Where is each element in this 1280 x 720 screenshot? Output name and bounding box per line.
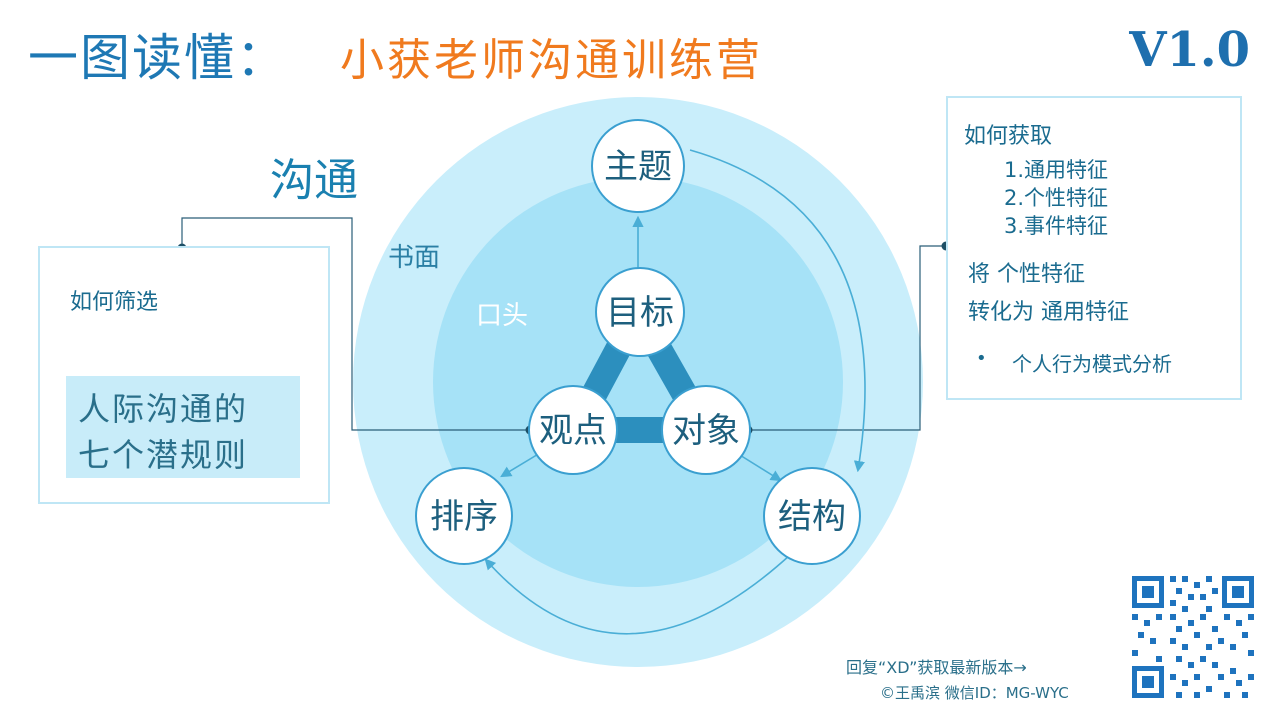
behavior-analysis-item: 个人行为模式分析 — [1012, 352, 1172, 376]
acquire-item-2: 2.个性特征 — [1004, 186, 1109, 210]
node-structure-label: 结构 — [778, 497, 846, 537]
page-subtitle: 小获老师沟通训练营 — [340, 35, 763, 86]
arrow-structure-to-ordering — [484, 554, 791, 635]
convert-line-1: 将 个性特征 — [968, 262, 1085, 287]
node-viewpoint-label: 观点 — [539, 411, 607, 451]
acquire-item-3: 3.事件特征 — [1004, 214, 1109, 238]
qr-code-icon — [1128, 572, 1258, 702]
node-goal-label: 目标 — [606, 293, 674, 333]
acquire-item-1: 1.通用特征 — [1004, 158, 1109, 182]
left-panel-title: 如何筛选 — [70, 290, 159, 315]
left-panel-highlight: 人际沟通的 七个潜规则 — [66, 376, 300, 478]
version-label: V1.0 — [1129, 22, 1250, 78]
left-connector-line — [181, 217, 530, 431]
arrow-audience-to-structure — [734, 451, 782, 482]
node-topic-label: 主题 — [604, 147, 672, 187]
node-audience-label: 对象 — [672, 411, 740, 451]
author-credit: ©王禹滨 微信ID：MG-WYC — [880, 684, 1069, 702]
node-audience: 对象 — [661, 385, 751, 475]
left-panel-filter: 如何筛选 人际沟通的 七个潜规则 — [38, 246, 330, 504]
communication-label: 沟通 — [270, 155, 358, 206]
right-panel-acquire: 如何获取 1.通用特征 2.个性特征 3.事件特征 将 个性特征 转化为 通用特… — [946, 96, 1242, 400]
highlight-line-2: 七个潜规则 — [78, 436, 249, 474]
bullet-icon: • — [976, 348, 987, 369]
node-topic: 主题 — [591, 119, 685, 213]
right-connector-line — [748, 245, 946, 431]
node-goal: 目标 — [595, 267, 685, 357]
page-title: 一图读懂： — [28, 29, 288, 87]
node-viewpoint: 观点 — [528, 385, 618, 475]
arrow-topic-to-structure — [689, 149, 866, 473]
ring-oral-label: 口头 — [476, 301, 528, 331]
convert-line-2: 转化为 通用特征 — [968, 300, 1129, 325]
node-ordering-label: 排序 — [430, 497, 498, 537]
highlight-line-1: 人际沟通的 — [78, 390, 249, 428]
reply-instruction: 回复“XD”获取最新版本→ — [846, 658, 1027, 677]
right-panel-title: 如何获取 — [964, 124, 1053, 149]
node-structure: 结构 — [763, 467, 861, 565]
node-ordering: 排序 — [415, 467, 513, 565]
ring-written-label: 书面 — [388, 243, 440, 273]
core-triangle — [562, 299, 718, 443]
middle-ring-oral — [433, 177, 843, 587]
